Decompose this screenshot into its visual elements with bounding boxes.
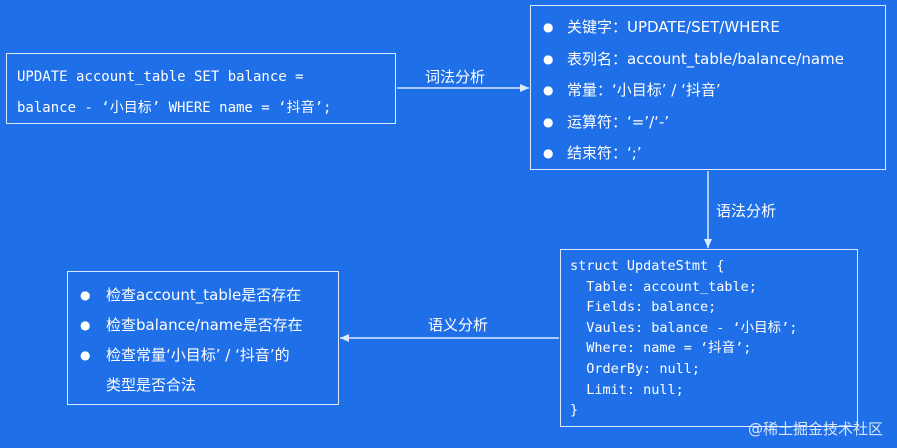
semantic-item: ●检查account_table是否存在 bbox=[68, 280, 338, 310]
bullet-icon: ● bbox=[80, 318, 91, 332]
lexical-item: ●结束符：‘;’ bbox=[531, 138, 885, 170]
watermark: @稀土掘金技术社区 bbox=[747, 420, 883, 438]
code-line: } bbox=[570, 402, 579, 419]
bullet-icon: ● bbox=[543, 51, 554, 66]
lexical-analysis-label: 词法分析 bbox=[425, 68, 486, 86]
bullet-icon: ● bbox=[80, 348, 91, 362]
semantic-check-box: ●检查account_table是否存在 ●检查balance/name是否存在… bbox=[67, 271, 339, 405]
semantic-item: ●检查常量‘小目标’ / ‘抖音’的 bbox=[68, 340, 338, 370]
lexical-item: ●常量：‘小目标’ / ‘抖音’ bbox=[531, 75, 885, 107]
bullet-icon: ● bbox=[543, 20, 554, 34]
code-line: Table: account_table; bbox=[570, 278, 757, 295]
code-line: OrderBy: null; bbox=[570, 360, 701, 377]
code-line: Fields: balance; bbox=[570, 299, 717, 316]
syntax-tree-box: struct UpdateStmt { Table: account_table… bbox=[560, 249, 858, 427]
sql-line: balance - ‘小目标’ WHERE name = ‘抖音’; bbox=[17, 100, 332, 116]
lexical-result-box: ●关键字：UPDATE/SET/WHERE ●表列名：account_table… bbox=[530, 5, 886, 170]
code-line: Vaules: balance - ‘小目标’; bbox=[570, 319, 798, 336]
sql-line: UPDATE account_table SET balance = bbox=[17, 69, 304, 85]
lexical-item: ●运算符：‘=’/‘-’ bbox=[531, 107, 885, 139]
semantic-item: ●检查balance/name是否存在 bbox=[68, 310, 338, 340]
sql-statement-box: UPDATE account_table SET balance = balan… bbox=[6, 53, 396, 124]
code-line: Where: name = ‘抖音’; bbox=[570, 340, 752, 357]
syntax-analysis-label: 语法分析 bbox=[716, 202, 777, 220]
lexical-item: ●关键字：UPDATE/SET/WHERE bbox=[531, 12, 885, 44]
lexical-item: ●表列名：account_table/balance/name bbox=[531, 44, 885, 76]
code-line: Limit: null; bbox=[570, 381, 684, 398]
bullet-icon: ● bbox=[543, 114, 554, 129]
semantic-analysis-label: 语义分析 bbox=[428, 316, 489, 334]
semantic-item-continued: 类型是否合法 bbox=[106, 376, 197, 394]
bullet-icon: ● bbox=[80, 288, 91, 302]
bullet-icon: ● bbox=[543, 83, 554, 97]
code-line: struct UpdateStmt { bbox=[570, 258, 725, 274]
bullet-icon: ● bbox=[543, 146, 554, 160]
